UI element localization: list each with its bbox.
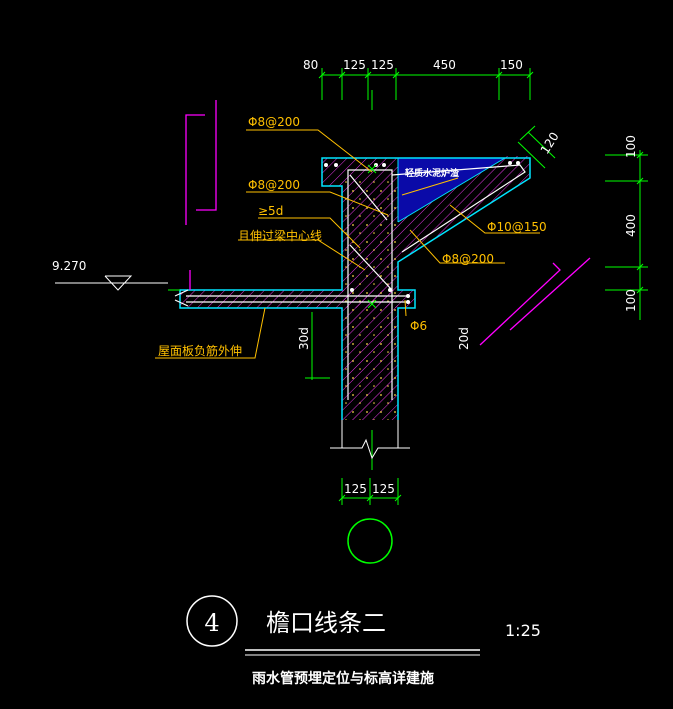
dim-bottom-125b: 125: [372, 482, 395, 496]
title-block: 4 檐口线条二 1:25 雨水管预埋定位与标高详建施: [186, 595, 541, 687]
label-fill-material: 轻质水泥炉渣: [405, 167, 460, 179]
dim-top-125b: 125: [371, 58, 394, 72]
top-dimension-chain: 80 125 125 450 150: [303, 58, 534, 100]
bottom-dimension-chain: 125 125: [338, 478, 402, 505]
dim-top-150: 150: [500, 58, 523, 72]
dim-right-100a: 100: [624, 135, 638, 158]
dim-slope-120: 120: [538, 130, 562, 157]
label-mid-stirrup: Φ8@200: [248, 178, 300, 192]
drawing-subtitle: 雨水管预埋定位与标高详建施: [252, 670, 434, 687]
axis-marks: [367, 90, 377, 470]
beam-anchor-dimension: 30d: [297, 312, 330, 380]
dim-bottom-125a: 125: [344, 482, 367, 496]
label-anchor-note: 且伸过梁中心线: [238, 228, 322, 243]
leader-lines: [155, 129, 540, 359]
magenta-markers: [185, 100, 591, 346]
elevation-value: 9.270: [52, 259, 86, 273]
detail-number-circle: [186, 595, 238, 647]
axis-bubble: [347, 518, 393, 564]
label-top-stirrup: Φ8@200: [248, 115, 300, 129]
dim-right-100b: 100: [624, 289, 638, 312]
dim-30d: 30d: [297, 327, 311, 350]
label-anchor-min: ≥5d: [258, 204, 283, 218]
dim-top-125a: 125: [343, 58, 366, 72]
label-tie-bar: Φ6: [410, 319, 427, 333]
label-slope-bar: Φ10@150: [487, 220, 547, 234]
drawing-title: 檐口线条二: [266, 609, 386, 637]
concrete-section: [179, 156, 531, 420]
label-slope-stirrup: Φ8@200: [442, 252, 494, 266]
label-slab-note: 屋面板负筋外伸: [158, 343, 242, 358]
dim-right-400: 400: [624, 214, 638, 237]
break-line: [330, 420, 410, 460]
right-dimension-chain: 100 400 100: [605, 135, 648, 320]
dim-20d: 20d: [457, 327, 471, 350]
drawing-scale: 1:25: [505, 621, 541, 640]
dim-top-80: 80: [303, 58, 318, 72]
elevation-marker: 9.270: [52, 259, 180, 291]
detail-number: 4: [204, 609, 219, 637]
dim-top-450: 450: [433, 58, 456, 72]
